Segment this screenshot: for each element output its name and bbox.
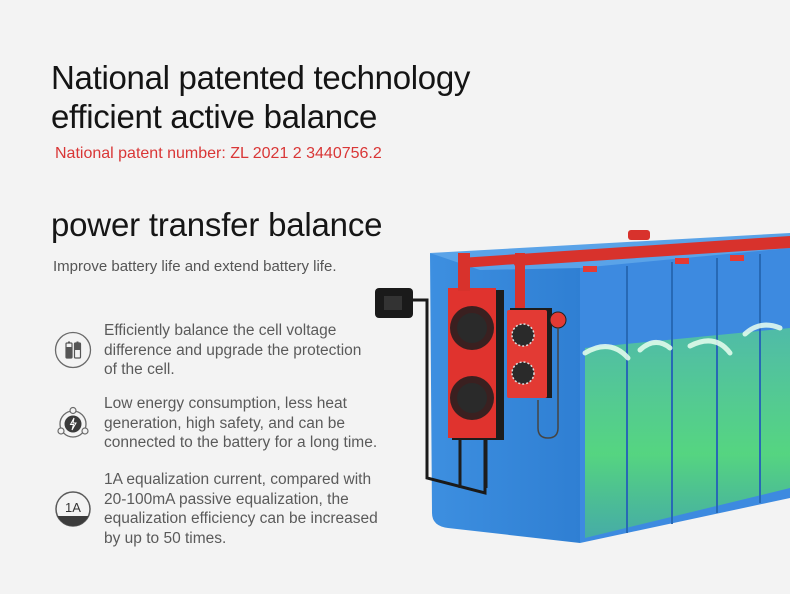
title-line-2: efficient active balance — [51, 98, 378, 135]
section-description: Improve battery life and extend battery … — [53, 258, 337, 275]
patent-number: National patent number: ZL 2021 2 344075… — [55, 145, 382, 162]
feature-item-balance: Efficiently balance the cell voltage dif… — [54, 321, 361, 380]
title-line-1: National patented technology — [51, 59, 471, 96]
feature-text-line: by up to 50 times. — [104, 529, 227, 547]
feature-item-equalization: 1A 1A equalization current, compared wit… — [54, 470, 378, 548]
current-1a-icon: 1A — [55, 491, 91, 527]
feature-text-line: generation, high safety, and can be — [104, 414, 345, 432]
battery-cells-icon — [54, 332, 92, 369]
main-title: National patented technology efficient a… — [51, 58, 470, 136]
svg-text:1A: 1A — [65, 500, 81, 515]
bms-board — [448, 288, 504, 488]
lightning-network-icon — [57, 407, 89, 438]
feature-text-line: equalization efficiency can be increased — [104, 510, 378, 527]
feature-text-line: Low energy consumption, less heat — [104, 395, 347, 412]
feature-text-line: 1A equalization current, compared with — [104, 471, 372, 488]
feature-item-low-energy: Low energy consumption, less heat genera… — [54, 394, 377, 453]
feature-text-line: 20-100mA passive equalization, the — [104, 490, 349, 508]
feature-text-line: connected to the battery for a long time… — [104, 434, 378, 451]
feature-text-line: of the cell. — [104, 361, 175, 378]
balancer-module — [507, 308, 567, 439]
battery-pack-illustration — [375, 230, 790, 543]
feature-text-line: Efficiently balance the cell voltage — [104, 322, 337, 339]
section-title: power transfer balance — [51, 206, 383, 243]
feature-text-line: difference and upgrade the protection — [104, 341, 362, 359]
